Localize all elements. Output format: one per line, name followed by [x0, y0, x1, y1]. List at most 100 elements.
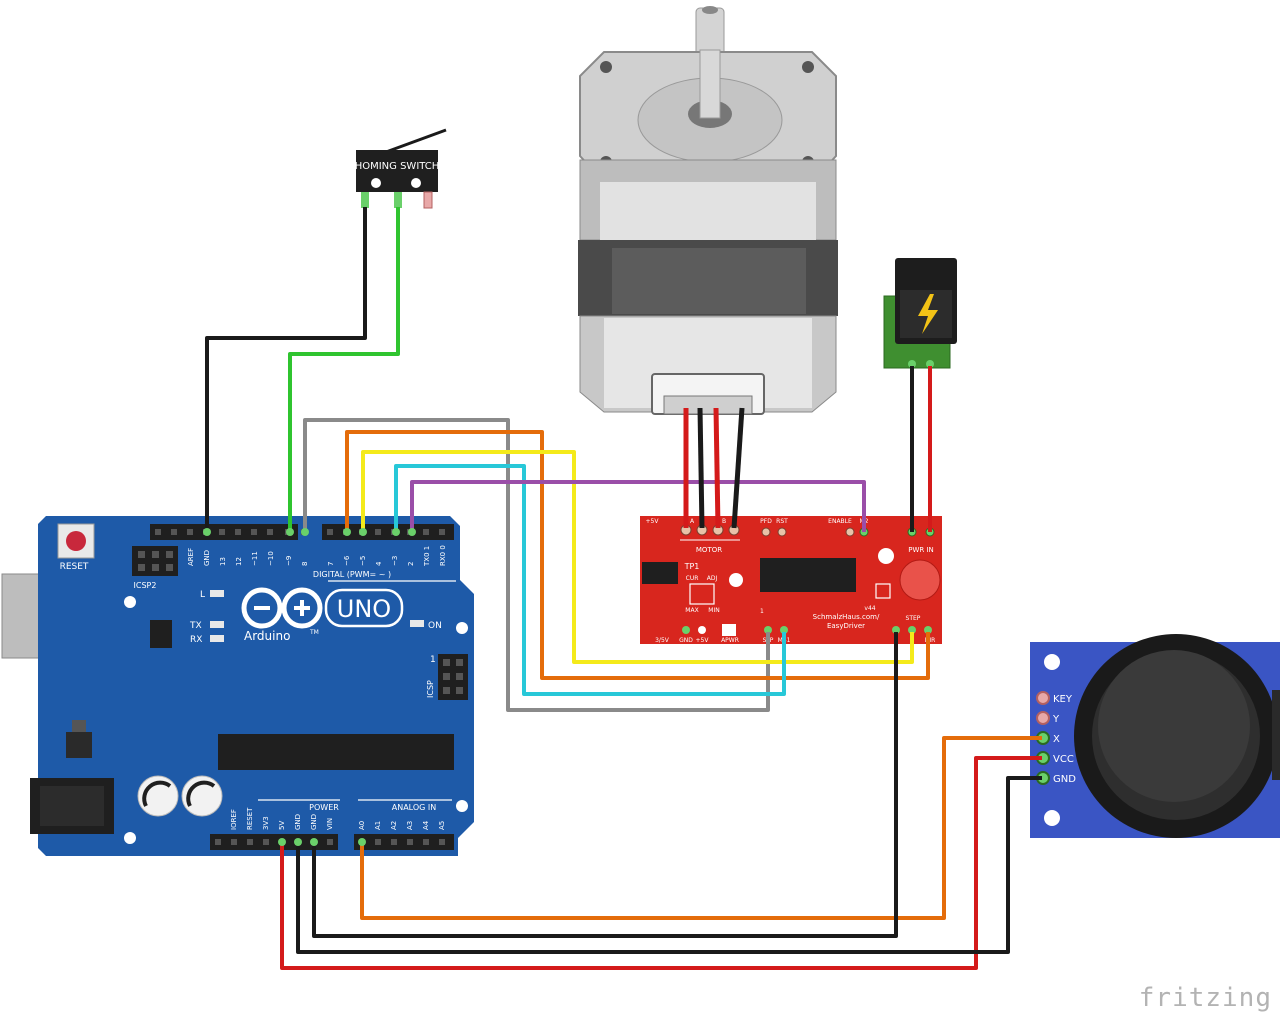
- rst-pin: [777, 527, 787, 537]
- joystick-pin-y: [1036, 711, 1050, 725]
- header-pin-hole: [439, 529, 445, 535]
- driver-capacitor: [899, 559, 941, 601]
- switch-body: [356, 150, 438, 192]
- reset-button-cap[interactable]: [66, 531, 86, 551]
- power-analog-pin-label: A0: [358, 821, 366, 830]
- arduino-board: [38, 516, 474, 856]
- joystick-pin-key: [1036, 691, 1050, 705]
- bottom-gnd-pin: [682, 626, 690, 634]
- led-l: [210, 590, 224, 597]
- wire-joystick-x-a0: [360, 736, 1042, 920]
- motor-screw: [802, 61, 814, 73]
- usb-chip: [150, 620, 172, 648]
- wire-pin8-slp: [303, 418, 770, 712]
- led-on: [410, 620, 424, 627]
- homing-switch: HOMING SWITCH: [355, 128, 447, 209]
- capacitor-mark: [186, 780, 216, 807]
- wire-motor-b2: [731, 407, 745, 529]
- motor-screw: [600, 61, 612, 73]
- joystick-pin-label: KEY: [1053, 694, 1073, 705]
- driver-top-label: ENABLE: [828, 518, 852, 525]
- digital-pin-label: GND: [203, 550, 211, 566]
- mounting-hole: [456, 800, 468, 812]
- cur-label: CUR: [686, 575, 699, 582]
- power-analog-pin-label: IOREF: [230, 809, 238, 830]
- switch-terminal: [394, 192, 402, 208]
- header-pin-hole: [407, 839, 413, 845]
- driver-bottom-label: APWR: [721, 637, 739, 644]
- power-label: POWER: [309, 803, 339, 812]
- wire-pin3-ms1: [394, 464, 786, 696]
- min-label: MIN: [708, 607, 719, 614]
- header-pin-hole: [235, 529, 241, 535]
- url-label: SchmalzHaus.com/: [813, 613, 880, 621]
- power-analog-pin-label: 3V3: [262, 816, 270, 830]
- driver-bottom-label: +5V: [696, 637, 710, 644]
- joystick-pin-label: VCC: [1053, 754, 1074, 765]
- led-on-label: ON: [428, 621, 442, 631]
- power-analog-pin-label: A1: [374, 821, 382, 830]
- digital-label: DIGITAL (PWM= ~ ): [313, 570, 391, 579]
- header-pin-hole: [231, 839, 237, 845]
- arduino-infinity-logo: [241, 587, 323, 629]
- digital-pin-label: RX0 0: [439, 545, 447, 566]
- joystick-mounting-hole: [1044, 654, 1060, 670]
- reset-label: RESET: [60, 562, 89, 572]
- digital-pin-label: 8: [301, 562, 309, 566]
- a3967-chip: [760, 558, 856, 592]
- digital-pin-label: AREF: [187, 548, 195, 566]
- arduino-brand: Arduino: [244, 629, 290, 643]
- icsp2-label: ICSP2: [134, 581, 157, 590]
- icsp-label: ICSP: [426, 680, 435, 698]
- digital-pin-label: TX0 1: [423, 546, 431, 567]
- apwr-jumper: [722, 624, 736, 636]
- power-analog-pin-label: A4: [422, 820, 430, 830]
- pfd-pin: [761, 527, 771, 537]
- header-pin-hole: [263, 839, 269, 845]
- driver-top-label: B: [722, 518, 726, 525]
- driver-top-label: PFD: [760, 518, 772, 525]
- switch-terminal-hole: [411, 178, 421, 188]
- wire-arduino-gnd-driver: [312, 632, 898, 938]
- header-pin-hole: [171, 529, 177, 535]
- icsp-header: [438, 654, 468, 700]
- easydriver-name: EasyDriver: [827, 622, 865, 630]
- current-adjust-pot[interactable]: [689, 583, 715, 605]
- capacitor-mark: [142, 780, 172, 807]
- digital-header-right: [322, 524, 454, 540]
- analog-header: [354, 834, 454, 850]
- icsp2-header: [132, 546, 178, 576]
- digital-pin-label: ~3: [391, 556, 399, 566]
- driver-top-label: +5V: [646, 518, 660, 525]
- motor-connector-pins: [663, 395, 753, 415]
- header-pin-hole: [251, 529, 257, 535]
- wires: [205, 207, 1042, 970]
- power-jack: [883, 258, 957, 369]
- digital-pin-label: ~9: [285, 556, 293, 566]
- max-label: MAX: [685, 607, 698, 614]
- header-pin-hole: [375, 839, 381, 845]
- board-power-jack-front: [40, 786, 104, 826]
- digital-pin-label: ~11: [251, 551, 259, 566]
- power-analog-pin-label: A3: [406, 821, 414, 830]
- joystick-side: [1272, 690, 1280, 780]
- lightning-icon: [918, 294, 938, 334]
- easydriver-regulator: [642, 562, 678, 584]
- wire-motor-a2: [697, 407, 705, 529]
- power-analog-pin-label: A5: [438, 821, 446, 830]
- joystick-knob[interactable]: [1098, 650, 1250, 802]
- driver-mounting-hole: [729, 573, 743, 587]
- adj-label: ADJ: [707, 575, 718, 582]
- enable-pin: [845, 527, 855, 537]
- led-rx-label: RX: [190, 635, 202, 645]
- driver-bottom-label: 3/5V: [655, 637, 670, 644]
- voltage-regulator: [66, 732, 92, 758]
- joystick-pin-label: GND: [1053, 774, 1076, 785]
- stepper-motor: [578, 6, 838, 415]
